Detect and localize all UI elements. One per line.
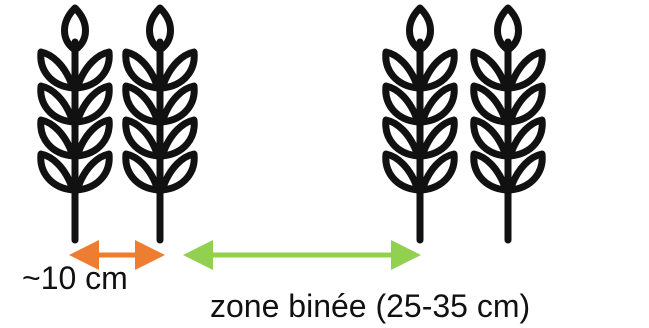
wheat-stalk-icon — [474, 8, 542, 240]
hoed-zone-label: zone binée (25-35 cm) — [210, 288, 531, 324]
row-spacing-label: ~10 cm — [22, 260, 128, 296]
wheat-stalk-icon — [41, 8, 109, 240]
wheat-stalk-icon — [386, 8, 454, 240]
wheat-stalk-icon — [126, 8, 194, 240]
